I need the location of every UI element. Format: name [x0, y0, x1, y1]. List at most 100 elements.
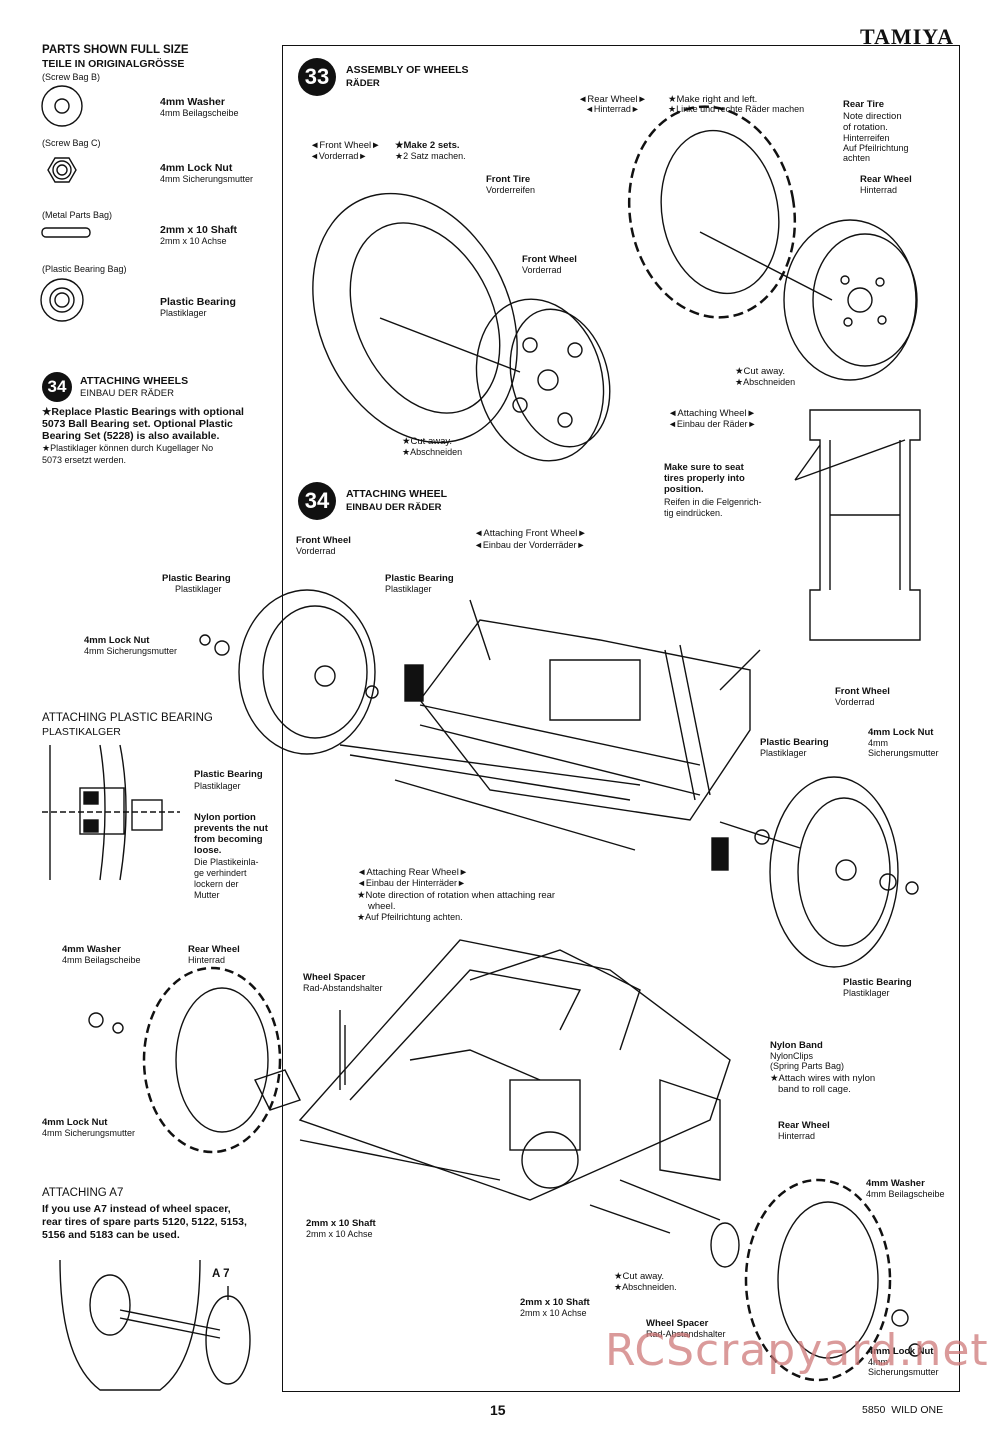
rear-right-wheel-drawing [744, 1178, 922, 1382]
parts-washer-label: 4mm Washer [160, 96, 225, 108]
locknut-left-label: 4mm Lock Nut [84, 635, 150, 646]
washer-left-label: 4mm Washer [62, 944, 121, 955]
parts-bag-screw-c: (Screw Bag C) [42, 138, 101, 148]
parts-shaft-label-de: 2mm x 10 Achse [160, 236, 227, 246]
parts-bag-screw-b: (Screw Bag B) [42, 72, 101, 82]
model-name: 5850 WILD ONE [862, 1404, 944, 1416]
bearing-right2-label-de: Plastiklager [843, 988, 890, 998]
rear-wheel-left-label: Rear Wheel [188, 944, 240, 955]
a7-title: ATTACHING A7 [42, 1187, 124, 1199]
nylon-band-line-3: (Spring Parts Bag) [770, 1061, 845, 1071]
locknut-right-label: 4mm Lock Nut [868, 727, 934, 738]
step34-title-de: EINBAU DER RÄDER [346, 502, 442, 513]
locknut-bottom-right-line-1: 4mm [868, 1357, 888, 1367]
a7-line-3: 5156 and 5183 can be used. [42, 1229, 180, 1241]
rear-wheel-label: Rear Wheel [860, 174, 912, 185]
bearing-center-label-de: Plastiklager [385, 584, 432, 594]
front-wheel-left-label-de: Vorderrad [296, 546, 336, 556]
locknut-drawing [47, 157, 77, 183]
parts-locknut-label-de: 4mm Sicherungsmutter [160, 174, 254, 184]
locknut-bottom-right-label: 4mm Lock Nut [868, 1346, 934, 1357]
attaching-wheel-label-de: ◄Einbau der Räder► [668, 419, 757, 429]
attaching-front-wheel-label-de: ◄Einbau der Vorderräder► [474, 540, 586, 550]
step34-title: ATTACHING WHEEL [346, 488, 448, 500]
rear-note-1: ★Note direction of rotation when attachi… [357, 890, 556, 901]
note34-line-2: 5073 Ball Bearing set. Optional Plastic [42, 418, 233, 430]
nylon-portion-de-1: Die Plastikeinla- [194, 857, 259, 867]
washer-right-label-de: 4mm Beilagscheibe [866, 1189, 945, 1199]
note34-number: 34 [42, 372, 72, 402]
locknut-right-line-2: Sicherungsmutter [868, 748, 939, 758]
plastic-bearing-section-title: ATTACHING PLASTIC BEARING [42, 712, 213, 724]
brand-logo: TAMIYA [860, 24, 955, 49]
wheel-spacer2-label-de: Rad-Abstandshalter [646, 1329, 726, 1339]
rear-tire-line-3: Hinterreifen [843, 133, 890, 143]
plastic-bearing-section-title-de: PLASTIKALGER [42, 726, 121, 738]
cut-away-1-de: ★Abschneiden [402, 447, 463, 457]
shaft1-label: 2mm x 10 Shaft [306, 1218, 376, 1229]
cut-away-3: ★Cut away. [614, 1271, 665, 1282]
a7-line-2: rear tires of spare parts 5120, 5122, 51… [42, 1216, 247, 1228]
note34-title: ATTACHING WHEELS [80, 375, 189, 387]
rear-wheel-right-label-de: Hinterrad [778, 1131, 816, 1141]
front-wheel-right-label: Front Wheel [835, 686, 890, 697]
locknut-right-line-1: 4mm [868, 738, 888, 748]
locknut-rear-left-label-de: 4mm Sicherungsmutter [42, 1128, 136, 1138]
nylon-portion-3: from becoming [194, 834, 263, 845]
note34-line-3: Bearing Set (5228) is also available. [42, 430, 220, 442]
front-wheel-label: Front Wheel [522, 254, 577, 265]
step33-rear-label: ◄Rear Wheel► [578, 94, 647, 105]
cut-away-1: ★Cut away. [402, 436, 453, 447]
nylon-portion-1: Nylon portion [194, 812, 256, 823]
parts-locknut-label: 4mm Lock Nut [160, 162, 233, 174]
nylon-band-line-5: band to roll cage. [778, 1084, 851, 1095]
step33-front-label-de: ◄Vorderrad► [310, 151, 368, 161]
plastic-bearing-callout-de: Plastiklager [194, 781, 241, 791]
bearing-right2-label: Plastic Bearing [843, 977, 912, 988]
rear-note-3: ★Auf Pfeilrichtung achten. [357, 912, 463, 922]
parts-title-de: TEILE IN ORIGINALGRÖSSE [42, 58, 185, 70]
nylon-portion-de-2: ge verhindert [194, 868, 247, 878]
shaft2-label-de: 2mm x 10 Achse [520, 1308, 587, 1318]
a7-part-label: A 7 [212, 1268, 230, 1280]
parts-bearing-label: Plastic Bearing [160, 296, 236, 308]
right-front-wheel-drawing [719, 776, 919, 968]
tire-section-drawing [794, 409, 921, 641]
step33-title: ASSEMBLY OF WHEELS [346, 64, 469, 76]
note34-line-de-2: 5073 ersetzt werden. [42, 455, 127, 465]
shaft-drawing [41, 227, 91, 238]
watermark: RCScrapyard.net [605, 1325, 989, 1376]
step33-rear-label-de: ◄Hinterrad► [585, 104, 640, 114]
parts-bearing-label-de: Plastiklager [160, 308, 207, 318]
rear-note-2: wheel. [368, 901, 396, 912]
locknut-rear-left-label: 4mm Lock Nut [42, 1117, 108, 1128]
step33-front-note-de: ★2 Satz machen. [395, 151, 466, 161]
attaching-rear-wheel-label: ◄Attaching Rear Wheel► [357, 867, 469, 878]
page-number: 15 [490, 1402, 506, 1418]
parts-title: PARTS SHOWN FULL SIZE [42, 44, 189, 56]
front-wheel-right-label-de: Vorderrad [835, 697, 875, 707]
nylon-band-line-4: ★Attach wires with nylon [770, 1073, 876, 1084]
step33-title-de: RÄDER [346, 78, 380, 89]
front-wheel-drawing [379, 298, 611, 462]
parts-shaft-label: 2mm x 10 Shaft [160, 224, 238, 236]
bearing-left-label: Plastic Bearing [162, 573, 231, 584]
cut-away-2-de: ★Abschneiden [735, 377, 796, 387]
rear-tire-line-5: achten [843, 153, 871, 163]
rear-left-wheel-drawing [88, 966, 301, 1154]
shaft2-label: 2mm x 10 Shaft [520, 1297, 590, 1308]
rear-tire-drawing [627, 105, 797, 319]
front-wheel-left-label: Front Wheel [296, 535, 351, 546]
parts-bag-metal: (Metal Parts Bag) [42, 210, 113, 220]
bearing-right-label-de: Plastiklager [760, 748, 807, 758]
nylon-portion-de-3: lockern der [194, 879, 239, 889]
parts-bag-bearing: (Plastic Bearing Bag) [42, 264, 127, 274]
rear-tire-line-4: Auf Pfeilrichtung [843, 143, 909, 153]
rear-chassis-drawing [298, 939, 740, 1268]
front-wheel-label-de: Vorderrad [522, 265, 562, 275]
nylon-band-label: Nylon Band [770, 1040, 823, 1051]
a7-line-1: If you use A7 instead of wheel spacer, [42, 1203, 231, 1215]
step33-front-note: ★Make 2 sets. [395, 140, 460, 151]
parts-washer-label-de: 4mm Beilagscheibe [160, 108, 239, 118]
